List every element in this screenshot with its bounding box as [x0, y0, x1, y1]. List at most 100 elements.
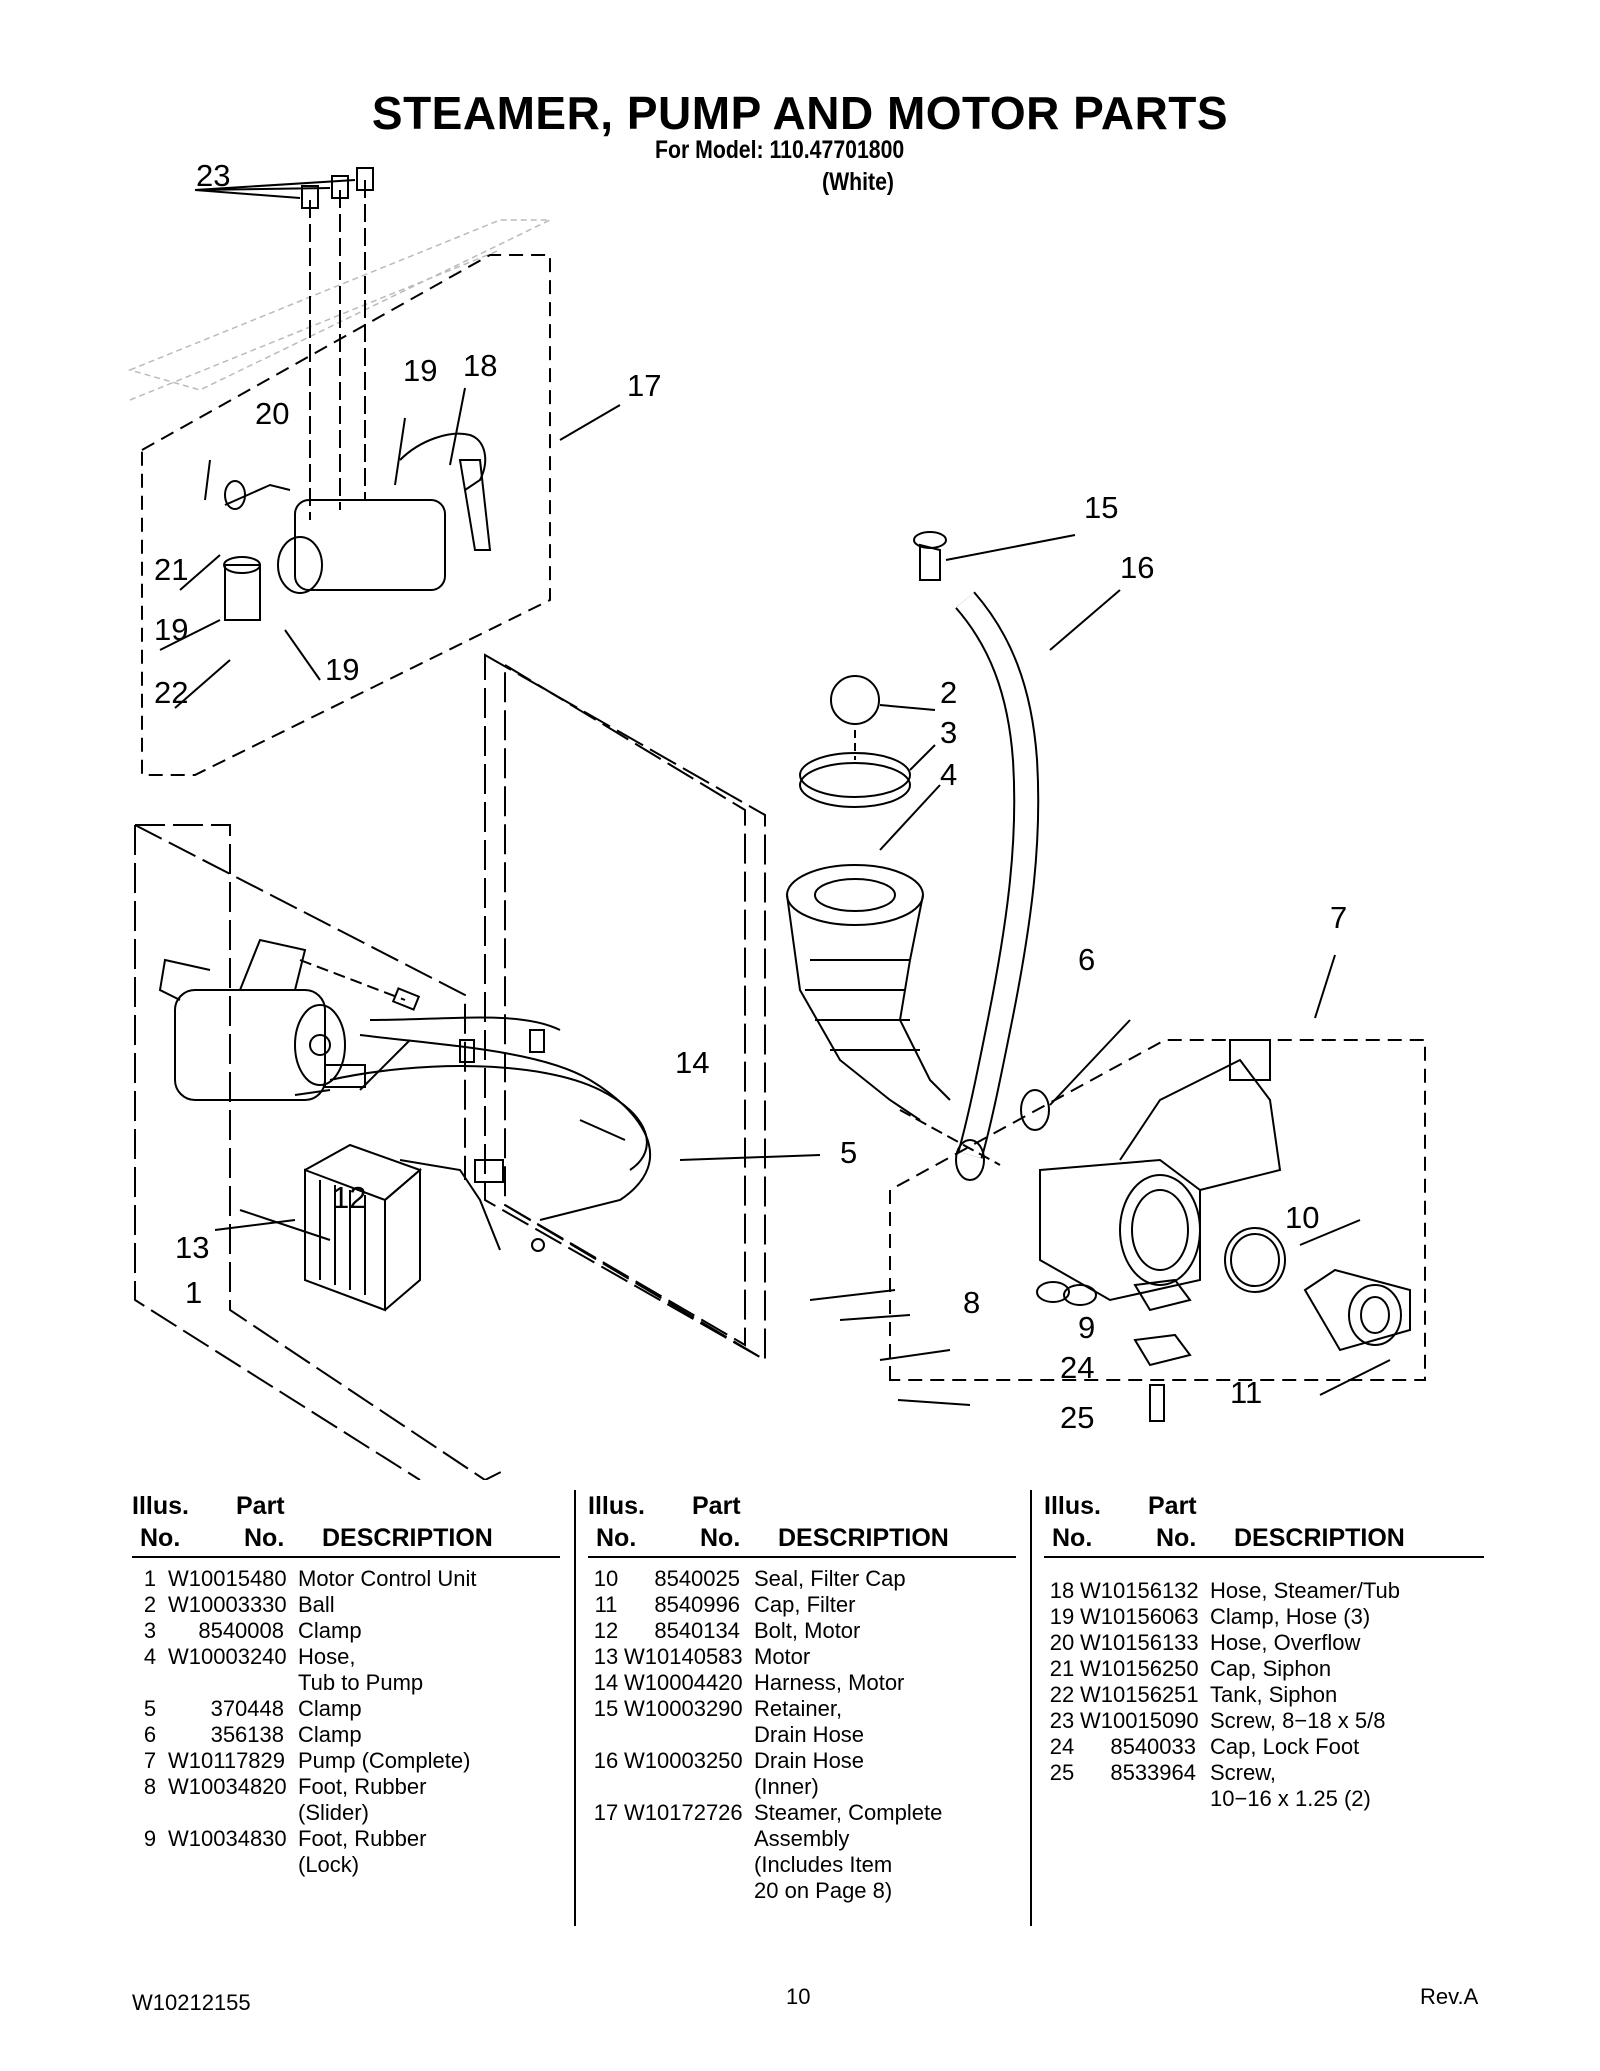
description-line: Bolt, Motor: [754, 1618, 861, 1643]
cabinet-top-outline: [127, 219, 551, 401]
description-line: Clamp, Hose (3): [1210, 1604, 1371, 1629]
description-line: (Lock): [298, 1852, 360, 1877]
clamp-ring: [799, 752, 911, 798]
callout-23: 23: [196, 158, 231, 193]
callout-18: 18: [463, 348, 498, 383]
description-line: Harness, Motor: [754, 1670, 905, 1695]
steamer-body: [223, 432, 492, 621]
part-description: Retainer,Drain Hose: [754, 1696, 1016, 1748]
callout-9: 9: [1078, 1310, 1096, 1345]
callout-16: 16: [1120, 550, 1155, 585]
illus-number: 24: [1049, 1734, 1075, 1759]
diagram-drawing: [127, 167, 1426, 1480]
callout-19c: 19: [325, 652, 360, 687]
part-description: Seal, Filter Cap: [754, 1566, 1016, 1592]
description-line: 10−16 x 1.25 (2): [1210, 1786, 1371, 1811]
part-number: W10117829: [168, 1748, 286, 1773]
part-number: W10004420: [624, 1670, 743, 1695]
illus-number: 23: [1049, 1708, 1075, 1733]
callout-10: 10: [1285, 1200, 1320, 1235]
callout-20: 20: [255, 396, 290, 431]
header-illus-no: No.: [596, 1524, 637, 1552]
screw-23-group: [301, 167, 374, 520]
callout-21: 21: [154, 552, 189, 587]
part-description: Bolt, Motor: [754, 1618, 1016, 1644]
leader-lines: [159, 179, 1391, 1406]
callout-7: 7: [1330, 900, 1348, 935]
illus-number: 13: [593, 1644, 619, 1669]
model-color: (White): [822, 168, 894, 196]
description-line: Motor: [754, 1644, 811, 1669]
part-number: W10156132: [1080, 1578, 1199, 1603]
description-line: Foot, Rubber: [298, 1826, 427, 1851]
callout-22: 22: [154, 675, 189, 710]
description-line: Steamer, Complete: [754, 1800, 943, 1825]
part-number: W10003330: [168, 1592, 287, 1617]
description-line: Foot, Rubber: [298, 1774, 427, 1799]
description-line: Hose, Steamer/Tub: [1210, 1578, 1400, 1603]
description-line: Cap, Siphon: [1210, 1656, 1332, 1681]
drain-hose: [913, 531, 1040, 1159]
motor-control-unit: [304, 1143, 422, 1312]
illus-number: 20: [1049, 1630, 1075, 1655]
illus-number: 22: [1049, 1682, 1075, 1707]
description-line: Cap, Lock Foot: [1210, 1734, 1360, 1759]
pump: [1039, 1039, 1282, 1306]
header-part-no: No.: [1156, 1524, 1197, 1552]
illus-number: 6: [143, 1722, 157, 1747]
part-description: Screw,10−16 x 1.25 (2): [1210, 1760, 1484, 1812]
foot-slider: [1036, 1281, 1070, 1303]
illus-number: 2: [143, 1592, 157, 1617]
part-description: Cap, Filter: [754, 1592, 1016, 1618]
header-illus-no: No.: [1052, 1524, 1093, 1552]
header-illus: Illus.: [1044, 1492, 1101, 1520]
description-line: Seal, Filter Cap: [754, 1566, 906, 1591]
part-number: 370448: [210, 1696, 284, 1721]
part-number: 8540025: [654, 1566, 740, 1591]
header-part: Part: [236, 1492, 285, 1520]
header-description: DESCRIPTION: [1234, 1524, 1405, 1552]
part-number: W10156251: [1080, 1682, 1199, 1707]
illus-number: 7: [143, 1748, 157, 1773]
illus-number: 5: [143, 1696, 157, 1721]
callout-19b: 19: [154, 612, 189, 647]
part-description: Pump (Complete): [298, 1748, 560, 1774]
exploded-parts-diagram: 23 18 19 17 20 21 19 19 22 15 16 2 3 4 7…: [120, 158, 1500, 1480]
revision: Rev.A: [1420, 1984, 1479, 2009]
illus-number: 18: [1049, 1578, 1075, 1603]
part-description: Hose, Overflow: [1210, 1630, 1484, 1656]
part-number: W10015480: [168, 1566, 287, 1591]
illus-number: 21: [1049, 1656, 1075, 1681]
part-number: 8540033: [1110, 1734, 1196, 1759]
header-description: DESCRIPTION: [322, 1524, 493, 1552]
description-line: (Includes Item: [754, 1852, 893, 1877]
part-description: Hose,Tub to Pump: [298, 1644, 560, 1696]
illus-number: 4: [143, 1644, 157, 1669]
part-description: Motor: [754, 1644, 1016, 1670]
callout-3: 3: [940, 715, 958, 750]
column-header: Illus. No. Part No. DESCRIPTION: [132, 1492, 560, 1558]
description-line: Clamp: [298, 1696, 362, 1721]
description-line: Tank, Siphon: [1210, 1682, 1338, 1707]
motor: [158, 938, 346, 1101]
callout-17: 17: [627, 368, 662, 403]
part-number: W10156133: [1080, 1630, 1199, 1655]
header-part-no: No.: [700, 1524, 741, 1552]
callout-24: 24: [1060, 1350, 1095, 1385]
ball: [830, 675, 880, 725]
part-number: 8540008: [198, 1618, 284, 1643]
description-line: Hose,: [298, 1644, 356, 1669]
part-description: Harness, Motor: [754, 1670, 1016, 1696]
